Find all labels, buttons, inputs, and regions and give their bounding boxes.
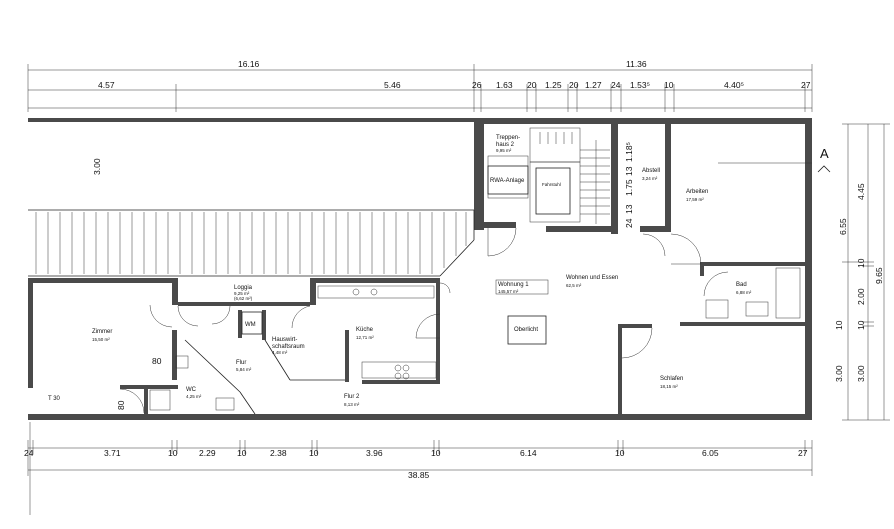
dim-bottom-10e: 10: [615, 448, 625, 458]
area-kueche: 12,71 m²: [356, 335, 374, 340]
oberlicht-box: [507, 315, 547, 345]
dim-stair-1-18: 1.18⁵: [624, 142, 634, 162]
label-t30: T 30: [48, 396, 61, 402]
rwa-box: [487, 165, 529, 195]
label-hauswirt-2: schaftsraum: [272, 344, 305, 350]
dim-bottom-2-29: 2.29: [199, 448, 216, 458]
label-flur2: Flur 2: [344, 394, 360, 400]
dim-stair-13a: 13: [624, 166, 634, 176]
label-oberlicht: Oberlicht: [514, 327, 538, 333]
dim-top-1-63: 1.63: [496, 80, 513, 90]
dim-right-6-55: 6.55: [838, 218, 848, 235]
area-flur1: 5,84 m²: [236, 367, 252, 372]
label-loggia: Loggia: [234, 285, 253, 291]
dim-right-10b: 10: [856, 320, 866, 330]
label-wc: WC: [186, 387, 197, 393]
dim-right-inner-3-00: 3.00: [834, 365, 844, 382]
dim-bottom-10b: 10: [237, 448, 247, 458]
area-loggia-2: (6,62 m²): [234, 296, 253, 301]
label-kueche: Küche: [356, 327, 374, 333]
area-wohnen: 62,5 m²: [566, 283, 582, 288]
label-treppenhaus-2: haus 2: [496, 142, 515, 148]
area-hauswirt: 4,48 m²: [272, 350, 288, 355]
label-abstell: Abstell: [642, 168, 660, 174]
room-labels: Treppen- haus 2 9,95 m² RWA-Anlage Fahrs…: [48, 135, 752, 410]
label-arbeiten: Arbeiten: [686, 189, 708, 195]
label-wohnen: Wohnen und Essen: [566, 275, 618, 281]
label-hauswirt-1: Hauswirt-: [272, 337, 297, 343]
area-wc: 4,25 m²: [186, 394, 202, 399]
top-dimension-chain: [27, 64, 813, 112]
right-dimension-chain: [842, 123, 890, 421]
dim-right-4-45: 4.45: [856, 183, 866, 200]
label-treppenhaus-1: Treppen-: [496, 135, 520, 141]
area-schlafen: 18,15 m²: [660, 384, 678, 389]
wm-box: [241, 311, 263, 335]
dim-right-10a: 10: [856, 258, 866, 268]
dim-stair-24: 24: [624, 218, 634, 228]
dim-left-balcony: 3.00: [92, 158, 102, 175]
section-marker-label: A: [820, 146, 829, 161]
label-wm: WM: [245, 322, 256, 328]
dim-bottom-3-71: 3.71: [104, 448, 121, 458]
dim-bottom-10d: 10: [431, 448, 441, 458]
door-swings: [119, 227, 729, 414]
dim-bottom-10a: 10: [168, 448, 178, 458]
label-flur1: Flur: [236, 360, 246, 366]
area-arbeiten: 17,59 m²: [686, 197, 704, 202]
area-zimmer: 15,50 m²: [92, 337, 110, 342]
label-schlafen: Schlafen: [660, 376, 683, 382]
label-bad: Bad: [736, 282, 747, 288]
area-abstell: 3,24 m²: [642, 176, 658, 181]
dim-top-27: 27: [801, 80, 811, 90]
dim-bottom-24: 24: [24, 448, 34, 458]
dim-top-5-46: 5.46: [384, 80, 401, 90]
section-marker: A: [718, 146, 831, 173]
label-door-80b: 80: [116, 400, 126, 410]
dim-stair-1-75: 1.75: [624, 179, 634, 196]
dim-top-1-27: 1.27: [585, 80, 602, 90]
balcony-railing: [28, 209, 475, 277]
label-fahrstuhl: Fahrstuhl: [542, 182, 561, 187]
area-flur2: 8,13 m²: [344, 402, 360, 407]
area-wohnung: 145,57 m²: [498, 289, 519, 294]
dim-top-1-25: 1.25: [545, 80, 562, 90]
area-treppenhaus: 9,95 m²: [496, 148, 512, 153]
dim-right-inner-10: 10: [834, 320, 844, 330]
dim-top-26: 26: [472, 80, 482, 90]
dim-top-20b: 20: [569, 80, 579, 90]
label-wohnung: Wohnung 1: [498, 282, 529, 288]
label-rwa: RWA-Anlage: [490, 178, 525, 184]
dim-bottom-27: 27: [798, 448, 808, 458]
dim-bottom-2-38: 2.38: [270, 448, 287, 458]
dim-top-10: 10: [664, 80, 674, 90]
dim-right-3-00: 3.00: [856, 365, 866, 382]
dim-top-16-16: 16.16: [238, 59, 260, 69]
dim-right-9-65: 9.65: [874, 267, 884, 284]
dim-bottom-10c: 10: [309, 448, 319, 458]
label-door-80a: 80: [152, 356, 162, 366]
dim-bottom-6-05: 6.05: [702, 448, 719, 458]
area-loggia-1: 9,25 m²: [234, 291, 250, 296]
dim-top-1-53: 1.53⁵: [630, 80, 650, 90]
dim-bottom-total: 38.85: [408, 470, 430, 480]
dim-top-4-40: 4.40⁵: [724, 80, 744, 90]
dim-top-11-36: 11.36: [626, 59, 647, 69]
area-bad: 6,88 m²: [736, 290, 752, 295]
label-zimmer: Zimmer: [92, 329, 112, 335]
dim-stair-13b: 13: [624, 204, 634, 214]
dim-bottom-6-14: 6.14: [520, 448, 537, 458]
exterior-walls: [28, 118, 812, 420]
dim-right-2-00: 2.00: [856, 288, 866, 305]
bottom-dimension-chain: [27, 422, 813, 515]
dim-top-24: 24: [611, 80, 621, 90]
dim-top-4-57: 4.57: [98, 80, 115, 90]
dim-top-20a: 20: [527, 80, 537, 90]
dim-bottom-3-96: 3.96: [366, 448, 383, 458]
